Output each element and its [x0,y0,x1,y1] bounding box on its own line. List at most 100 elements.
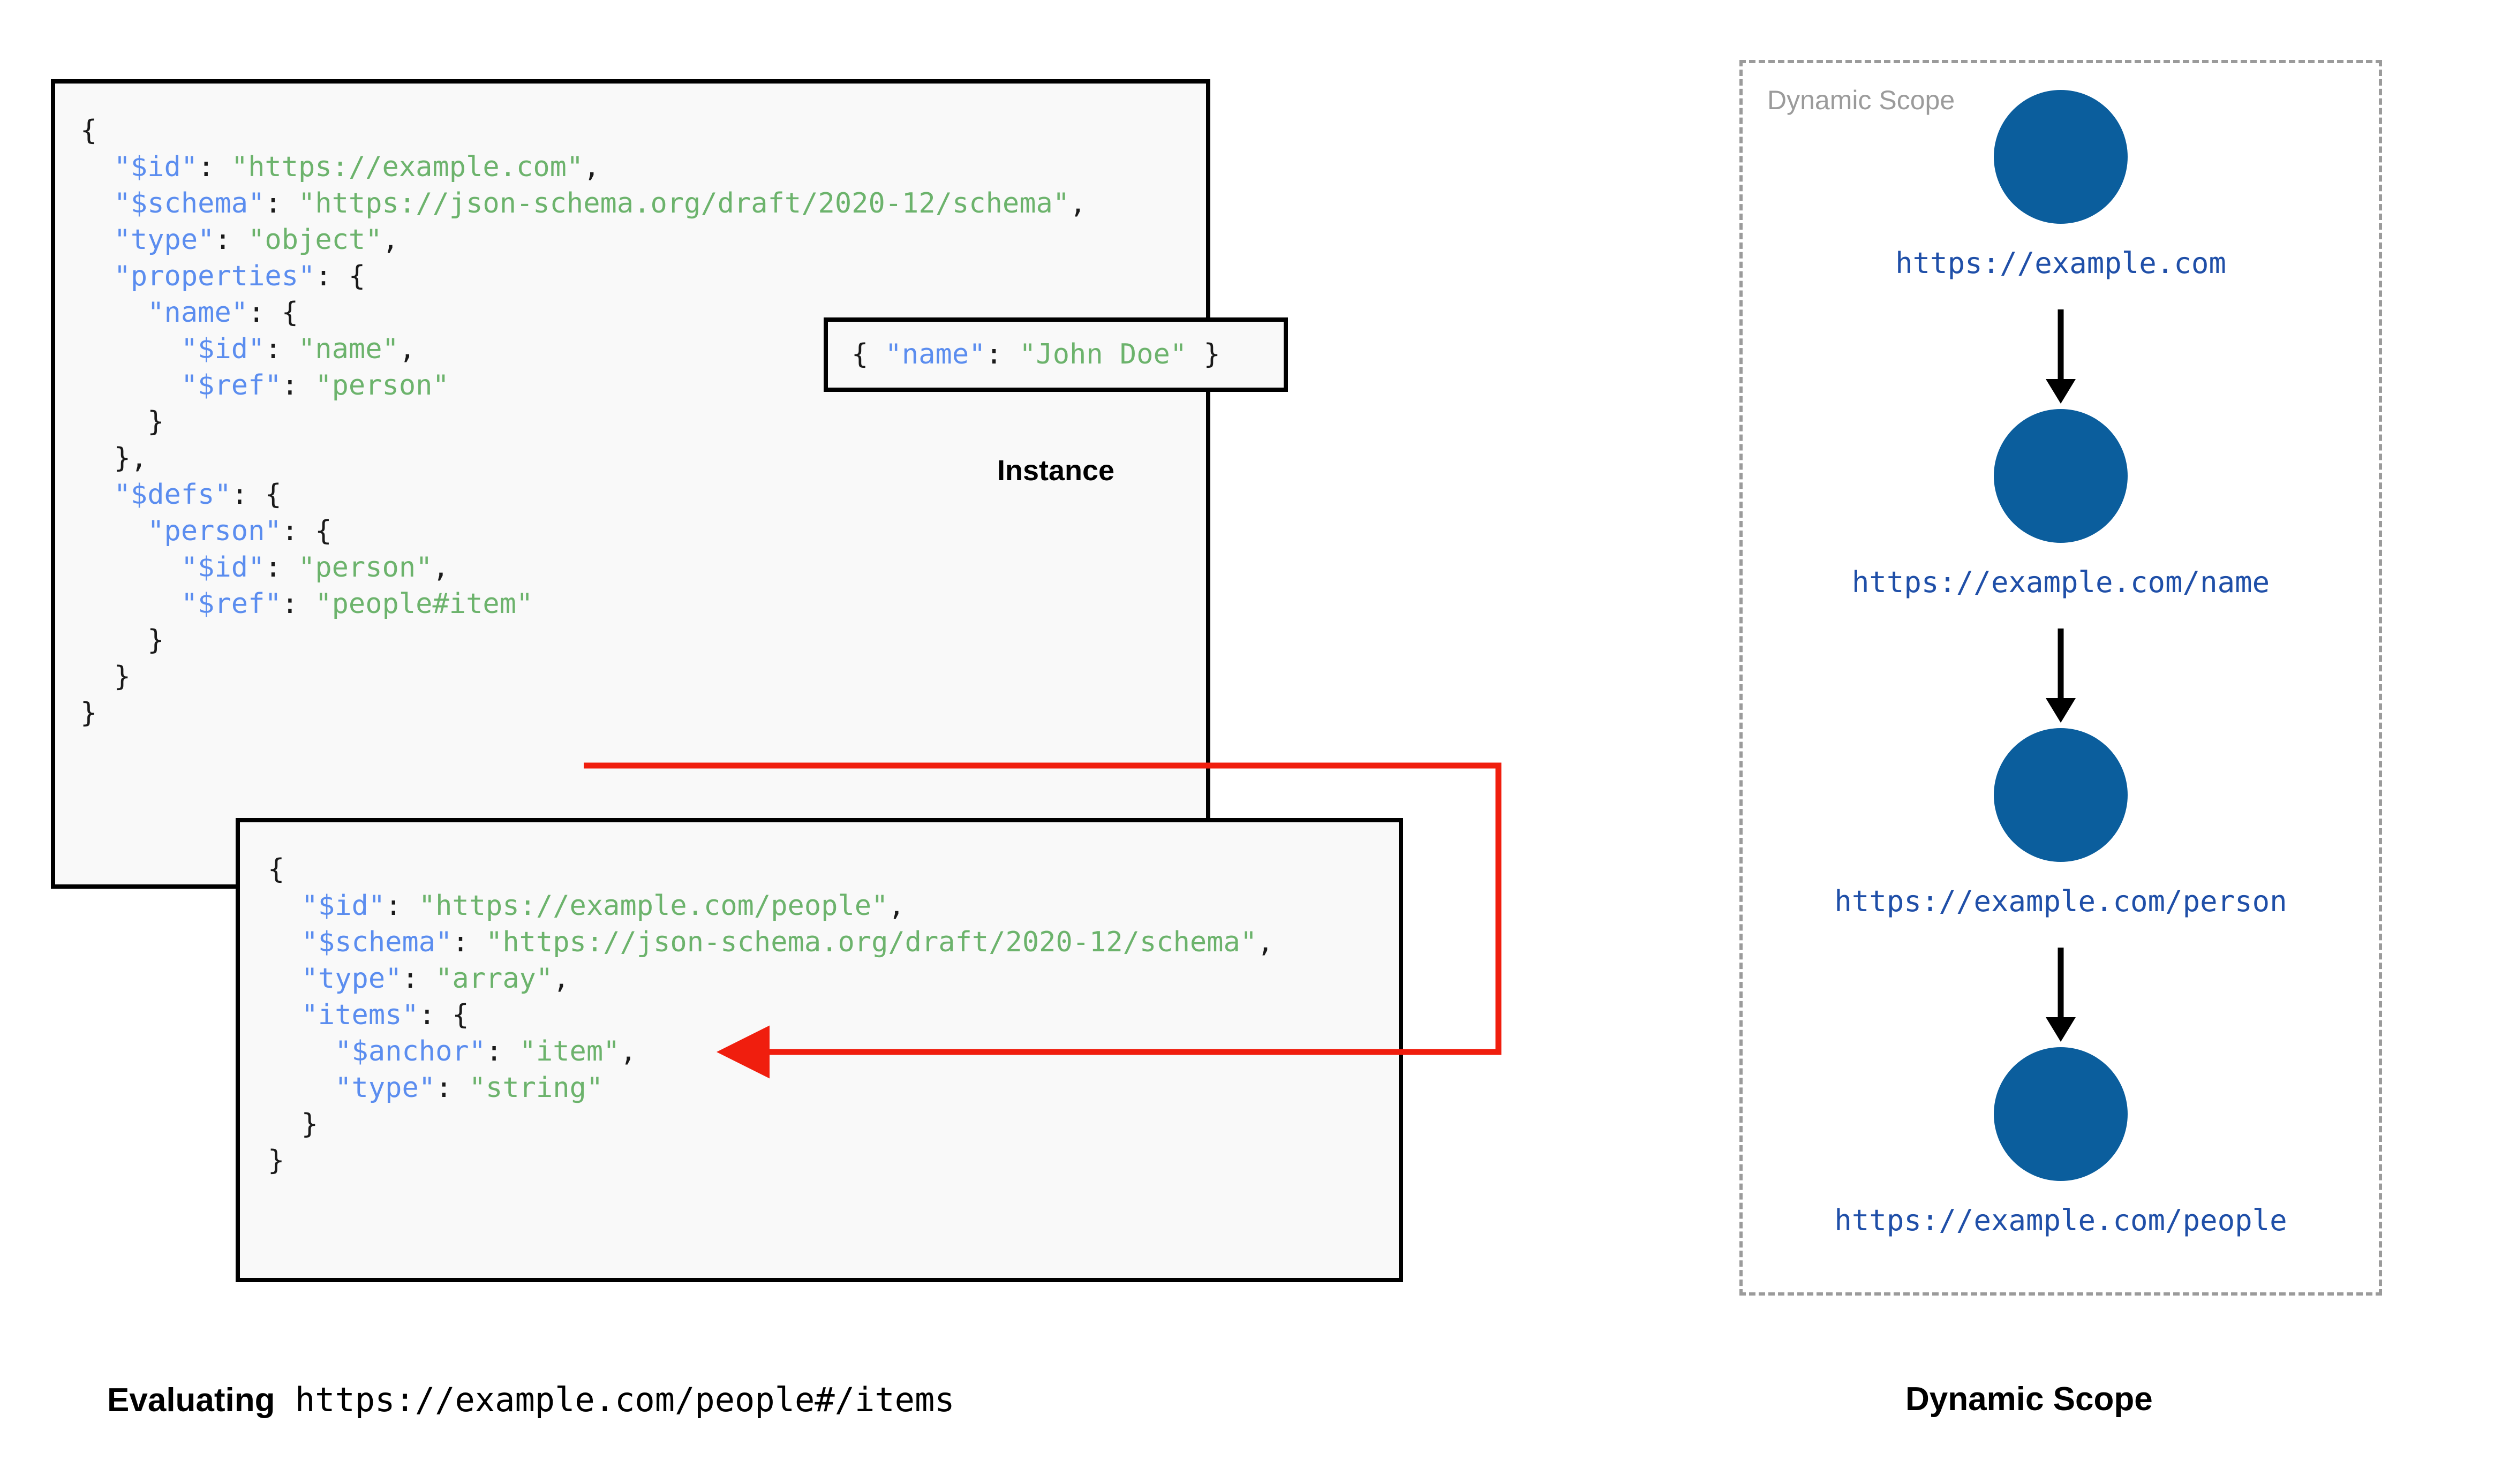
code-token: { [851,338,885,370]
code-token: "type" [301,963,402,995]
code-token [80,333,181,365]
code-token [80,479,114,511]
code-token: "$schema" [114,187,265,219]
dynamic-scope-inner-label: Dynamic Scope [1767,85,1955,115]
code-token: : [402,963,436,995]
code-token: : [452,926,486,958]
code-token: : [214,224,248,256]
code-token: : { [231,479,282,511]
code-line: "$schema": "https://json-schema.org/draf… [80,185,1087,222]
scope-node-circle [1994,90,2128,224]
code-line: "$id": "https://example.com", [80,149,1086,185]
code-token: : { [315,260,366,292]
code-line: } [268,1106,1273,1142]
code-token [268,926,302,958]
instance-code: { "name": "John Doe" } [851,336,1220,373]
code-line: } [80,622,1086,658]
schema-box-root [51,79,1210,889]
scope-node-url: https://example.com/person [1834,884,2287,918]
code-token [268,963,302,995]
code-token: "$id" [180,551,265,584]
code-token: } [80,624,164,656]
caption-evaluating: Evaluating https://example.com/people#/i… [107,1380,955,1419]
code-line: { [80,112,1086,149]
code-token: : { [248,297,298,329]
code-token: "https://example.com/people" [418,890,888,922]
code-token: : [281,588,315,620]
code-line: "type": "object", [80,222,1086,258]
code-token: : [265,187,299,219]
code-token [80,297,147,329]
code-token: "https://json-schema.org/draft/2020-12/s… [486,926,1257,958]
code-token [80,588,181,620]
code-line: "$defs": { [80,476,1086,513]
dynamic-scope-node: https://example.com/people [1793,1047,2328,1237]
code-token: } [80,661,131,693]
code-token: "$id" [301,890,386,922]
code-token: "name" [298,333,399,365]
code-token: , [382,224,399,256]
code-token: "item" [519,1035,620,1067]
code-token: } [268,1145,285,1177]
code-token [80,151,114,183]
code-token: , [1257,926,1274,958]
instance-box [824,317,1288,392]
scope-node-circle [1994,1047,2128,1181]
instance-label: Instance [997,455,1115,487]
code-token: : [985,338,1020,370]
scope-node-url: https://example.com [1895,246,2226,280]
code-line: "type": "array", [268,960,1273,997]
code-token: : [385,890,419,922]
caption-evaluating-path: https://example.com/people#/items [275,1380,955,1419]
code-token: "$anchor" [335,1035,486,1067]
code-line: "person": { [80,513,1086,549]
code-token: "string" [469,1072,604,1104]
code-token: { [80,115,97,147]
code-token: "name" [147,297,248,329]
code-token: , [583,151,600,183]
code-line: "properties": { [80,258,1086,294]
code-line: "$id": "https://example.com/people", [268,888,1273,924]
dynamic-scope-node: https://example.com/person [1793,728,2328,918]
code-token [80,224,114,256]
schema-code-root: { "$id": "https://example.com", "$schema… [80,112,1086,731]
code-token [80,187,114,219]
code-line: } [80,658,1086,695]
code-token: "$defs" [114,479,231,511]
code-token: "properties" [114,260,315,292]
code-token: , [620,1035,637,1067]
code-token: , [553,963,570,995]
code-token: "person" [298,551,433,584]
code-token: "person" [315,369,449,402]
dynamic-scope-node: https://example.com/name [1793,409,2328,599]
code-line: } [80,404,1086,440]
code-line: "name": { [80,294,1086,331]
code-line: } [268,1142,1273,1179]
code-token: { [268,853,285,885]
code-token: "$id" [114,151,198,183]
code-token: : { [281,515,332,547]
scope-flow-arrow [2046,309,2076,404]
code-token [80,551,181,584]
code-line: "$schema": "https://json-schema.org/draf… [268,924,1274,960]
code-line: "type": "string" [268,1070,1273,1106]
scope-node-circle [1994,728,2128,862]
code-token [268,1072,335,1104]
code-token: "object" [248,224,382,256]
code-token: } [268,1108,318,1140]
code-token: "https://json-schema.org/draft/2020-12/s… [298,187,1070,219]
scope-node-circle [1994,409,2128,543]
code-token [268,999,302,1031]
scope-node-url: https://example.com/people [1834,1203,2287,1237]
code-token: "$ref" [180,588,282,620]
code-line: "items": { [268,997,1273,1033]
schema-code-people: { "$id": "https://example.com/people", "… [268,851,1273,1179]
code-token: : [435,1072,469,1104]
code-token: } [80,697,97,729]
code-token [80,515,147,547]
code-token: : [281,369,315,402]
code-token: , [398,333,416,365]
code-line: "$ref": "people#item" [80,586,1086,622]
code-token [268,890,302,922]
